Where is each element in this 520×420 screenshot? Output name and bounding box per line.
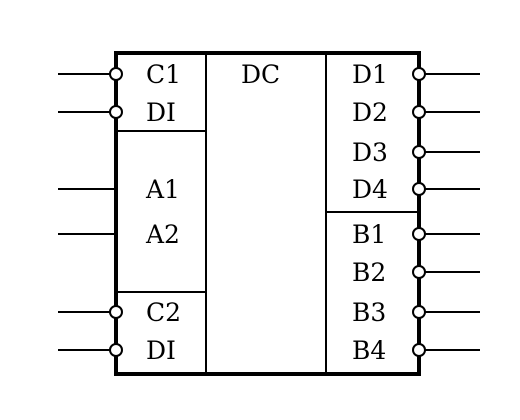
- chip-body: [114, 51, 421, 376]
- label-d1: D1: [352, 60, 388, 89]
- bubble-d4: [412, 182, 426, 196]
- label-di-bottom: DI: [146, 336, 176, 365]
- label-d3: D3: [352, 138, 388, 167]
- bubble-c1: [109, 67, 123, 81]
- bubble-d2: [412, 105, 426, 119]
- label-c2: C2: [146, 298, 181, 327]
- bubble-di-bottom: [109, 343, 123, 357]
- labels: C1 DI A1 A2 C2 DI DC D1 D2 D3 D4 B1 B2 B…: [145, 60, 388, 365]
- bubble-b3: [412, 305, 426, 319]
- label-center-dc: DC: [241, 60, 280, 89]
- label-a2: A2: [145, 220, 180, 249]
- left-pin-lines: [58, 73, 116, 351]
- label-b1: B1: [352, 220, 386, 249]
- label-b4: B4: [352, 336, 386, 365]
- left-bubbles: [109, 67, 123, 357]
- right-pin-lines: [425, 73, 480, 351]
- label-c1: C1: [146, 60, 181, 89]
- label-di-top: DI: [146, 98, 176, 127]
- bubble-d1: [412, 67, 426, 81]
- bubble-b4: [412, 343, 426, 357]
- bubble-b1: [412, 227, 426, 241]
- label-a1: A1: [145, 175, 180, 204]
- right-bubbles: [412, 67, 426, 357]
- bubble-d3: [412, 145, 426, 159]
- label-d4: D4: [352, 175, 388, 204]
- bubble-di-top: [109, 105, 123, 119]
- label-b2: B2: [352, 258, 386, 287]
- label-b3: B3: [352, 298, 386, 327]
- label-d2: D2: [352, 98, 388, 127]
- bubble-c2: [109, 305, 123, 319]
- bubble-b2: [412, 265, 426, 279]
